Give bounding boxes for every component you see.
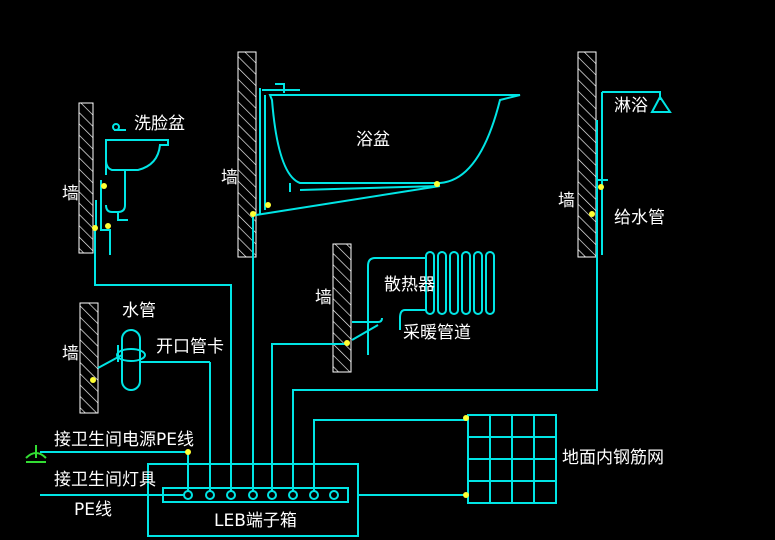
floor-rebar-mesh (467, 414, 557, 504)
shower-fixture (596, 91, 672, 255)
connection-dots (90, 181, 604, 498)
bathtub-label: 浴盆 (356, 130, 390, 150)
wall-label-washbasin: 墙 (62, 184, 79, 204)
bonding-conductors (25, 185, 598, 496)
wall-shower (577, 51, 597, 258)
wall-radiator (332, 243, 352, 373)
wall-label-shower: 墙 (558, 191, 575, 211)
leb-box-label: LEB端子箱 (214, 511, 297, 531)
floor-rebar-mesh-label: 地面内钢筋网 (562, 448, 664, 468)
radiator-label: 散热器 (384, 275, 435, 295)
wall-label-bathtub: 墙 (221, 168, 238, 188)
power-pe-line-label: 接卫生间电源PE线 (54, 430, 194, 450)
wall-bathtub (237, 51, 257, 258)
wall-washbasin (78, 102, 94, 254)
open-pipe-clamp-label: 开口管卡 (156, 337, 224, 357)
shower-label: 淋浴 (614, 96, 648, 116)
light-pe-line-label: 接卫生间灯具 (54, 470, 156, 490)
water-supply-pipe-label: 给水管 (614, 208, 665, 228)
washbasin-fixture (95, 123, 169, 255)
water-pipe-fixture (97, 329, 210, 391)
water-pipe-label: 水管 (122, 301, 156, 321)
wall-label-radiator: 墙 (315, 288, 332, 308)
light-pe-line-label-2: PE线 (74, 500, 112, 520)
heating-pipe-label: 采暖管道 (403, 323, 471, 343)
washbasin-label: 洗脸盆 (134, 114, 185, 134)
radiator-fixture (351, 251, 495, 355)
wall-label-water-pipe: 墙 (62, 344, 79, 364)
wall-water-pipe (79, 302, 99, 414)
bathtub-fixture (259, 83, 521, 215)
